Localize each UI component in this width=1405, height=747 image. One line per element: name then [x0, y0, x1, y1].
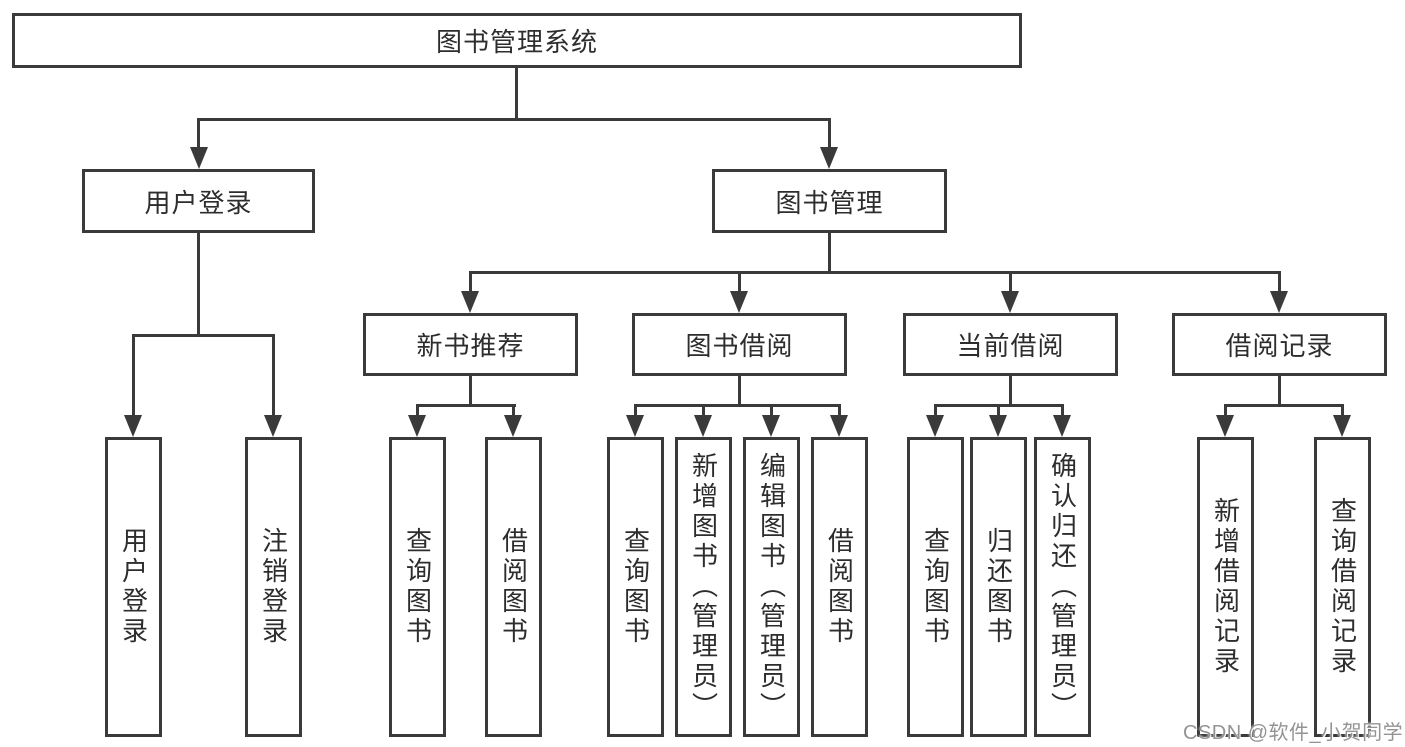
leaf-label: 借阅图书 [824, 527, 855, 647]
node-borrowing-records-label: 借阅记录 [1225, 331, 1334, 361]
connector-borrow-record-drop [1278, 273, 1281, 293]
leaf-label: 查询借阅记录 [1327, 497, 1358, 677]
node-user-login: 用户登录 [82, 169, 315, 233]
connector-leaf-drop [770, 406, 773, 417]
leaf-borrow-books-borrowing: 借阅图书 [811, 437, 868, 737]
connector-leaf-drop [702, 406, 705, 417]
leaf-return-books: 归还图书 [970, 437, 1027, 737]
leaf-label: 注销登录 [258, 527, 289, 647]
arrow-down-icon [762, 415, 780, 437]
leaf-user-login: 用户登录 [105, 437, 162, 737]
arrow-down-icon [1216, 415, 1234, 437]
arrow-down-icon [461, 291, 479, 313]
node-current-borrowing: 当前借阅 [903, 313, 1118, 376]
leaf-label: 新增图书（管理员） [688, 452, 719, 722]
node-user-login-label: 用户登录 [144, 187, 253, 218]
connector-leaf-drop [1061, 406, 1064, 417]
leaf-query-books-current: 查询图书 [907, 437, 964, 737]
connector-current-borrow-rail [934, 404, 1064, 407]
connector-leaf-drop [634, 406, 637, 417]
connector-new-book-drop [469, 273, 472, 293]
node-root-label: 图书管理系统 [435, 27, 598, 57]
connector-leaf-drop [838, 406, 841, 417]
leaf-label: 用户登录 [118, 527, 149, 647]
arrow-down-icon [926, 415, 944, 437]
leaf-logout: 注销登录 [245, 437, 302, 737]
connector-leaf-drop [272, 336, 275, 417]
node-book-management-label: 图书管理 [775, 187, 884, 218]
connector-root-drop [515, 68, 518, 121]
connector-leaf-drop [1224, 406, 1227, 417]
leaf-query-books-borrowing: 查询图书 [607, 437, 664, 737]
node-borrowing-records: 借阅记录 [1172, 313, 1387, 376]
connector-user-login-stem [197, 233, 200, 336]
arrow-down-icon [989, 415, 1007, 437]
arrow-down-icon [1001, 291, 1019, 313]
arrow-down-icon [1333, 415, 1351, 437]
connector-borrow-record-rail [1224, 404, 1344, 407]
arrow-down-icon [504, 415, 522, 437]
node-book-management: 图书管理 [712, 169, 947, 233]
connector-book-mgmt-stem [828, 233, 831, 273]
connector-leaf-drop [416, 406, 419, 417]
connector-leaf-drop [512, 406, 515, 417]
leaf-label: 新增借阅记录 [1210, 497, 1241, 677]
connector-book-borrow-drop [738, 273, 741, 293]
arrow-down-icon [1053, 415, 1071, 437]
leaf-edit-books-admin: 编辑图书（管理员） [743, 437, 800, 737]
leaf-borrow-books-newbook: 借阅图书 [485, 437, 542, 737]
connector-leaf-drop [132, 336, 135, 417]
leaf-label: 归还图书 [983, 527, 1014, 647]
connector-borrow-record-stem [1278, 376, 1281, 406]
connector-user-login-drop [197, 120, 200, 149]
node-root-system: 图书管理系统 [12, 13, 1022, 68]
arrow-down-icon [730, 291, 748, 313]
arrow-down-icon [190, 147, 208, 169]
connector-new-book-rail [416, 404, 516, 407]
leaf-add-books-admin: 新增图书（管理员） [675, 437, 732, 737]
connector-leaf-drop [997, 406, 1000, 417]
arrow-down-icon [694, 415, 712, 437]
arrow-down-icon [124, 415, 142, 437]
leaf-label: 确认归还（管理员） [1047, 452, 1078, 722]
connector-book-borrow-rail [634, 404, 841, 407]
arrow-down-icon [820, 147, 838, 169]
leaf-label: 查询图书 [620, 527, 651, 647]
connector-book-mgmt-drop [828, 120, 831, 149]
arrow-down-icon [264, 415, 282, 437]
arrow-down-icon [626, 415, 644, 437]
connector-leaf-drop [934, 406, 937, 417]
csdn-watermark: CSDN @软件_小贺同学 [1183, 722, 1404, 744]
connector-leaf-drop [1341, 406, 1344, 417]
connector-current-borrow-stem [1009, 376, 1012, 406]
node-book-borrowing: 图书借阅 [632, 313, 847, 376]
connector-user-login-rail [132, 334, 275, 337]
arrow-down-icon [408, 415, 426, 437]
connector-book-borrow-stem [738, 376, 741, 406]
leaf-label: 查询图书 [402, 527, 433, 647]
connector-level3-rail [469, 271, 1281, 274]
leaf-add-borrow-record: 新增借阅记录 [1197, 437, 1254, 737]
node-current-borrowing-label: 当前借阅 [956, 331, 1065, 361]
node-book-borrowing-label: 图书借阅 [685, 331, 794, 361]
leaf-label: 查询图书 [920, 527, 951, 647]
leaf-confirm-return-admin: 确认归还（管理员） [1034, 437, 1091, 737]
connector-new-book-stem [469, 376, 472, 406]
connector-current-borrow-drop [1009, 273, 1012, 293]
node-new-book-recommend: 新书推荐 [363, 313, 578, 376]
leaf-query-books-newbook: 查询图书 [389, 437, 446, 737]
leaf-label: 编辑图书（管理员） [756, 452, 787, 722]
leaf-query-borrow-record: 查询借阅记录 [1314, 437, 1371, 737]
arrow-down-icon [830, 415, 848, 437]
leaf-label: 借阅图书 [498, 527, 529, 647]
node-new-book-recommend-label: 新书推荐 [416, 331, 525, 361]
connector-level2-rail [197, 118, 831, 121]
arrow-down-icon [1270, 291, 1288, 313]
